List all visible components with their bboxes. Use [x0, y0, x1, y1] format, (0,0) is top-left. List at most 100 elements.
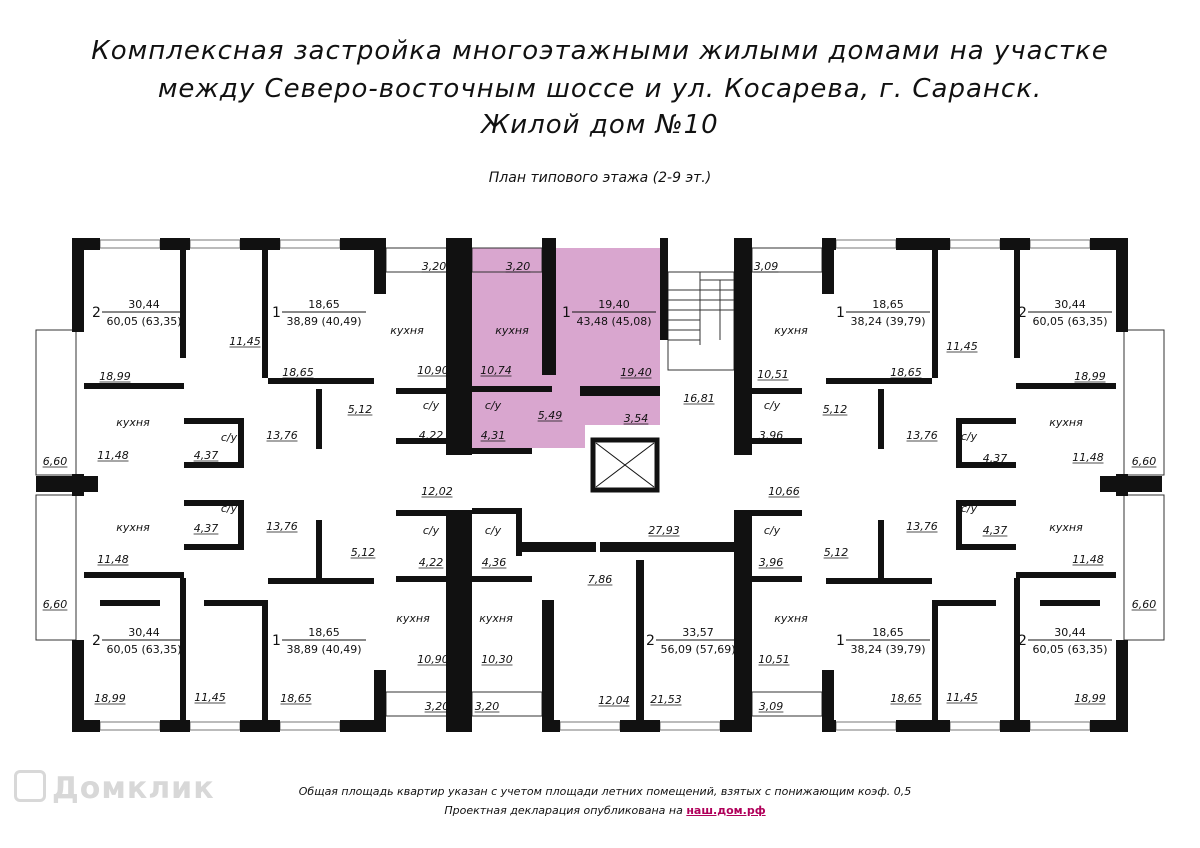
bathroom-label: с/у	[221, 431, 238, 444]
room-area-label: 3,09	[754, 260, 779, 273]
apartment-total-area: 38,89 (40,49)	[286, 643, 361, 656]
room-area-label: 3,09	[759, 700, 784, 713]
apartment-living-area: 33,57	[682, 626, 714, 639]
room-area-label: 18,65	[890, 366, 922, 379]
apartment-living-area: 18,65	[872, 626, 904, 639]
room-area-label: 11,45	[229, 335, 261, 348]
room-area-label: 10,90	[417, 364, 449, 377]
apartment-rooms: 2	[1018, 305, 1027, 321]
bathroom-label: с/у	[961, 502, 978, 515]
apartment-total-area: 60,05 (63,35)	[106, 315, 181, 328]
room-area-label: 12,02	[421, 485, 453, 498]
room-area-label: 4,22	[419, 556, 444, 569]
room-area-label: 11,48	[97, 553, 129, 566]
room-area-label: 10,51	[758, 653, 790, 666]
kitchen-label: кухня	[396, 612, 430, 625]
room-area-label: 18,65	[280, 692, 312, 705]
room-area-label: 27,93	[648, 524, 680, 537]
room-area-label: 18,99	[1074, 370, 1106, 383]
apartment-total-area: 38,24 (39,79)	[850, 315, 925, 328]
room-area-label: 10,51	[757, 368, 789, 381]
room-area-label: 5,12	[823, 403, 848, 416]
room-area-label: 7,86	[588, 573, 613, 586]
room-area-label: 5,12	[348, 403, 373, 416]
house-logo-icon	[14, 770, 46, 802]
room-area-label: 6,60	[1132, 455, 1157, 468]
highlighted-apartment[interactable]	[472, 248, 660, 448]
room-area-label: 3,20	[506, 260, 531, 273]
room-area-label: 18,99	[1074, 692, 1106, 705]
plan-title-line3: Жилой дом №10	[481, 110, 719, 140]
apartment-rooms: 1	[272, 305, 281, 321]
room-area-label: 3,96	[759, 429, 784, 442]
elevator	[590, 437, 660, 493]
apartment-total-area: 56,09 (57,69)	[660, 643, 735, 656]
apartment-total-area: 38,24 (39,79)	[850, 643, 925, 656]
room-area-label: 4,37	[194, 522, 219, 535]
room-area-label: 3,20	[422, 260, 447, 273]
note-line2-text: Проектная декларация опубликована на	[444, 804, 683, 817]
apartment-label: 1 18,65 38,24 (39,79)	[836, 626, 930, 656]
room-area-label: 6,60	[43, 455, 68, 468]
apartment-living-area: 30,44	[1054, 298, 1086, 311]
bathroom-label: с/у	[961, 430, 978, 443]
room-area-label: 3,54	[624, 412, 649, 425]
plan-subtitle: План типового этажа (2-9 эт.)	[488, 170, 712, 186]
bathroom-label: с/у	[221, 502, 238, 515]
room-area-label: 18,99	[99, 370, 131, 383]
apartment-total-area: 60,05 (63,35)	[1032, 315, 1107, 328]
room-area-label: 4,22	[419, 429, 444, 442]
room-area-label: 18,65	[282, 366, 314, 379]
declaration-link[interactable]: наш.дом.рф	[686, 804, 766, 817]
apartment-total-area: 43,48 (45,08)	[576, 315, 651, 328]
room-area-label: 6,60	[1132, 598, 1157, 611]
room-area-label: 5,49	[538, 409, 563, 422]
apartment-rooms: 1	[836, 633, 845, 649]
room-area-label: 4,37	[194, 449, 219, 462]
room-area-label: 3,20	[425, 700, 450, 713]
room-area-label: 11,48	[1072, 553, 1104, 566]
room-area-label: 6,60	[43, 598, 68, 611]
bathroom-label: с/у	[764, 399, 781, 412]
apartment-rooms: 1	[836, 305, 845, 321]
bathroom-label: с/у	[423, 524, 440, 537]
room-area-label: 10,90	[417, 653, 449, 666]
stairwell	[667, 271, 735, 371]
apartment-label: 2 33,57 56,09 (57,69)	[646, 626, 740, 656]
room-area-label: 13,76	[906, 429, 938, 442]
kitchen-label: кухня	[390, 324, 424, 337]
kitchen-label: кухня	[495, 324, 529, 337]
apartment-rooms: 2	[92, 633, 101, 649]
apartment-label: 1 18,65 38,89 (40,49)	[272, 626, 366, 656]
room-area-label: 5,12	[824, 546, 849, 559]
apartment-rooms: 2	[1018, 633, 1027, 649]
apartment-living-area: 18,65	[308, 298, 340, 311]
apartment-living-area: 30,44	[128, 626, 160, 639]
kitchen-label: кухня	[774, 324, 808, 337]
room-area-label: 16,81	[683, 392, 715, 405]
bathroom-label: с/у	[423, 399, 440, 412]
room-area-label: 13,76	[266, 429, 298, 442]
room-area-label: 3,20	[475, 700, 500, 713]
note-line2: Проектная декларация опубликована на наш…	[0, 804, 1200, 817]
apartment-living-area: 30,44	[1054, 626, 1086, 639]
apartment-living-area: 18,65	[308, 626, 340, 639]
kitchen-label: кухня	[116, 416, 150, 429]
kitchen-label: кухня	[1049, 416, 1083, 429]
apartment-rooms: 1	[272, 633, 281, 649]
kitchen-label: кухня	[116, 521, 150, 534]
apartment-rooms: 2	[646, 633, 655, 649]
room-area-label: 11,45	[946, 340, 978, 353]
room-area-label: 12,04	[598, 694, 630, 707]
note-line1: Общая площадь квартир указан с учетом пл…	[298, 785, 912, 798]
plan-title-line1: Комплексная застройка многоэтажными жилы…	[91, 36, 1109, 66]
room-area-label: 11,45	[946, 691, 978, 704]
plan-title-line2: между Северо-восточным шоссе и ул. Косар…	[157, 74, 1043, 104]
apartment-rooms: 2	[92, 305, 101, 321]
kitchen-label: кухня	[774, 612, 808, 625]
